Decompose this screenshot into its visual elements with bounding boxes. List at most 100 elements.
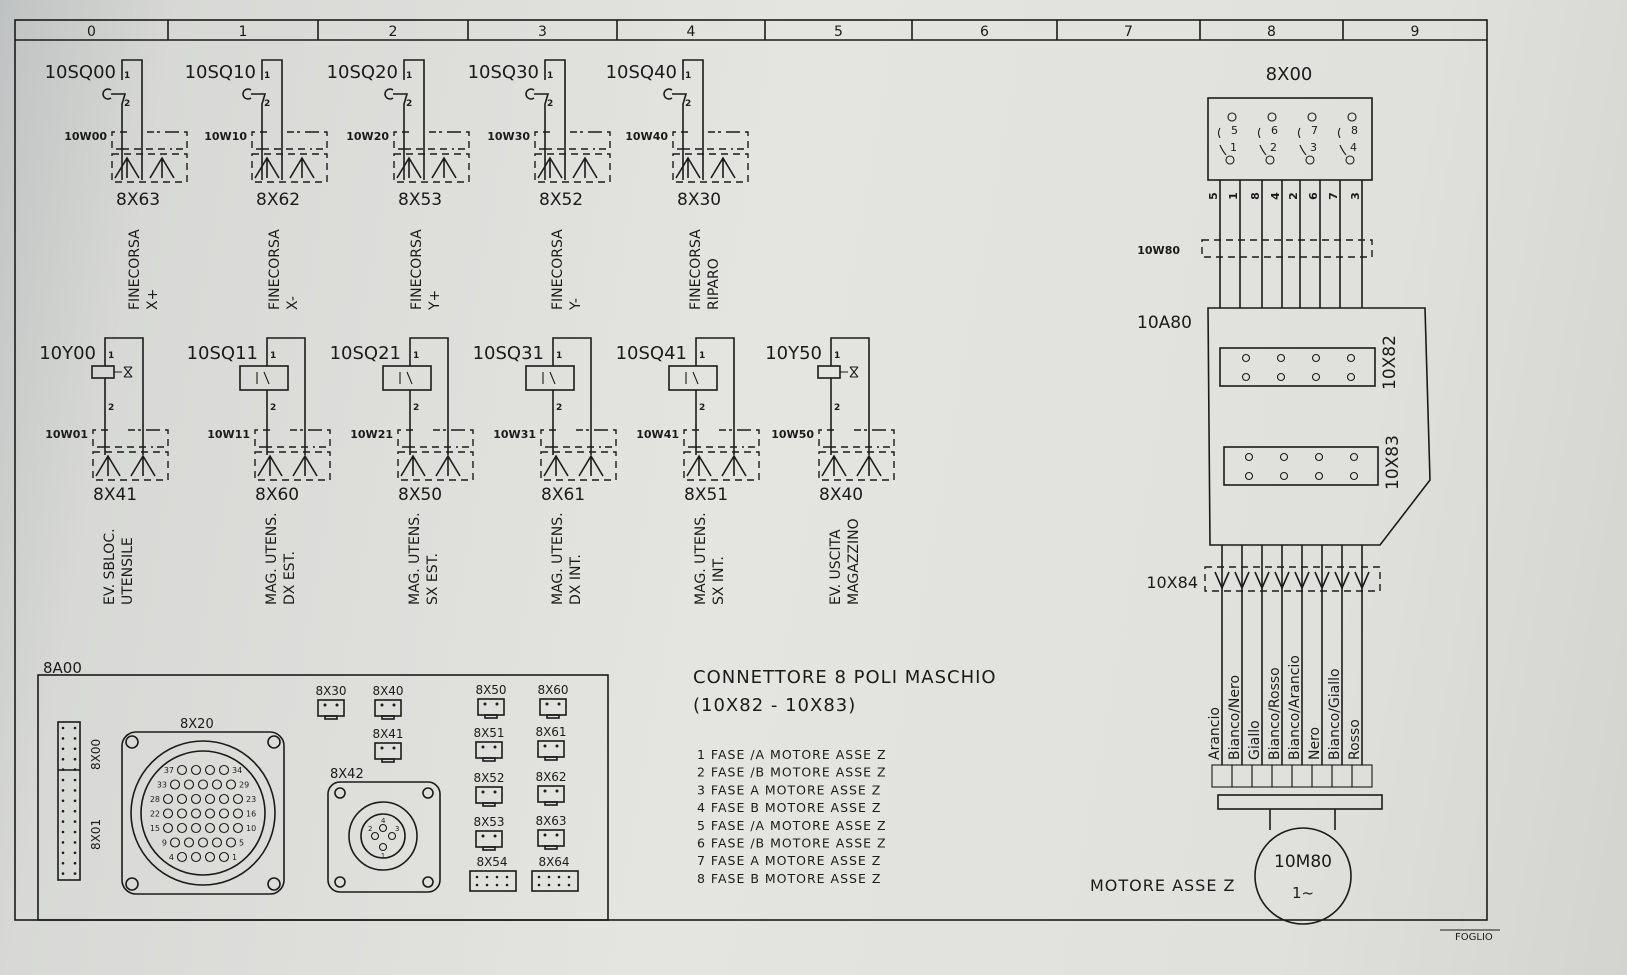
pin <box>176 822 188 834</box>
pin <box>190 822 202 834</box>
pin <box>176 793 188 805</box>
sensor-id: 10SQ21 <box>330 343 401 364</box>
connector-label: 8X51 <box>684 485 728 505</box>
wire-color-label: Bianco/Rosso <box>1267 667 1283 760</box>
connector-pin-symbol <box>400 454 426 477</box>
connector-housing <box>397 451 474 481</box>
pin-label: 2 <box>699 403 705 413</box>
pin-number: 3 <box>1310 141 1317 154</box>
pin <box>204 822 216 834</box>
sensor-wire <box>695 337 735 455</box>
pin <box>73 809 77 813</box>
solenoid-coil-icon <box>91 365 115 379</box>
connector-pin-symbol <box>1294 571 1310 590</box>
sheet-frame <box>14 19 1488 921</box>
pin <box>204 808 216 819</box>
small-connector-label: 8X41 <box>372 727 403 741</box>
column-number: 7 <box>1124 24 1133 40</box>
pin <box>232 808 244 819</box>
cable-shield <box>540 429 617 448</box>
pin-number: 4 <box>1350 141 1357 154</box>
mounting-hole <box>267 877 281 891</box>
pin <box>73 830 77 834</box>
pin-number: 8 <box>1351 124 1358 137</box>
cable-label: 10W21 <box>350 428 393 441</box>
terminal-strip <box>1217 794 1383 810</box>
pin <box>1267 112 1277 122</box>
motor-type: 1~ <box>1292 884 1314 902</box>
pin <box>557 875 561 879</box>
connector-housing <box>540 451 617 481</box>
motor-label: MOTORE ASSE Z <box>1090 876 1236 895</box>
sensor-description: MAG. UTENS. <box>550 512 566 605</box>
small-connector-label: 8X60 <box>537 683 568 697</box>
limit-switch-description: X- <box>285 296 301 310</box>
cable-label: 10W40 <box>625 130 668 143</box>
pin <box>545 702 549 706</box>
mounting-hole <box>334 876 346 888</box>
proximity-sensor-icon <box>525 365 575 391</box>
pin <box>73 747 77 751</box>
sensor-description: EV. USCITA <box>828 529 844 605</box>
pin-bridge <box>1217 127 1227 156</box>
pin-label: 2 <box>413 403 419 413</box>
pin <box>61 809 65 813</box>
pin-number: 5 <box>1231 124 1238 137</box>
sensor-wire <box>830 337 870 455</box>
cable-shield <box>534 131 611 150</box>
pin-number: 34 <box>232 766 242 775</box>
small-connector-label: 8X62 <box>535 770 566 784</box>
small-connector-8X52 <box>475 786 503 804</box>
connector-housing <box>672 153 749 183</box>
pin-number: 1 <box>381 852 385 860</box>
limit-switch-id: 10SQ40 <box>606 62 677 83</box>
connector-housing <box>683 451 760 481</box>
connector-label: 8X00 <box>1266 64 1313 85</box>
cable-label: 10W00 <box>64 130 107 143</box>
connector-housing <box>1204 566 1381 592</box>
pin <box>1307 112 1317 122</box>
proximity-sensor-icon <box>239 365 289 391</box>
connector-label: 8X60 <box>255 485 299 505</box>
pin-label: 2 <box>547 99 553 109</box>
pin <box>1276 353 1286 363</box>
small-connector-8X60 <box>539 698 567 716</box>
pin <box>1314 452 1324 462</box>
pin-label: 2 <box>264 99 270 109</box>
cable-label: 10W50 <box>771 428 814 441</box>
connector-label: 8X40 <box>819 485 863 505</box>
connector-pin-symbol <box>254 156 280 179</box>
small-connector-label: 8X52 <box>473 771 504 785</box>
pin-label: 1 <box>413 351 419 361</box>
column-number: 9 <box>1411 24 1420 40</box>
round-connector-flange <box>327 781 441 893</box>
pin <box>204 764 216 776</box>
cable-shield <box>393 131 470 150</box>
pin <box>197 837 209 848</box>
wire-color-label: Bianco/Arancio <box>1287 655 1303 760</box>
pin <box>557 883 561 887</box>
connector-8X00 <box>1207 97 1373 181</box>
pin <box>543 833 547 837</box>
pin <box>190 764 202 776</box>
connector-label: 8X53 <box>398 190 442 210</box>
pin <box>323 703 327 707</box>
pin <box>61 851 65 855</box>
pin <box>495 875 499 879</box>
pin <box>1314 471 1324 481</box>
connector-pin-symbol <box>396 156 422 179</box>
limit-switch-description: FINECORSA <box>267 229 283 310</box>
connector-pin-symbol <box>856 454 882 477</box>
driver-10A80 <box>1207 307 1431 546</box>
solenoid-coil-icon <box>817 365 841 379</box>
pin <box>183 779 195 790</box>
pin <box>555 833 559 837</box>
sensor-contact-icon <box>256 371 270 385</box>
pin-number: 9 <box>162 839 167 848</box>
pin <box>505 883 509 887</box>
pin <box>537 875 541 879</box>
connector-latch <box>482 757 496 762</box>
pin <box>481 745 485 749</box>
note-title: CONNETTORE 8 POLI MASCHIO <box>693 667 997 688</box>
wire-terminal <box>1271 764 1293 788</box>
